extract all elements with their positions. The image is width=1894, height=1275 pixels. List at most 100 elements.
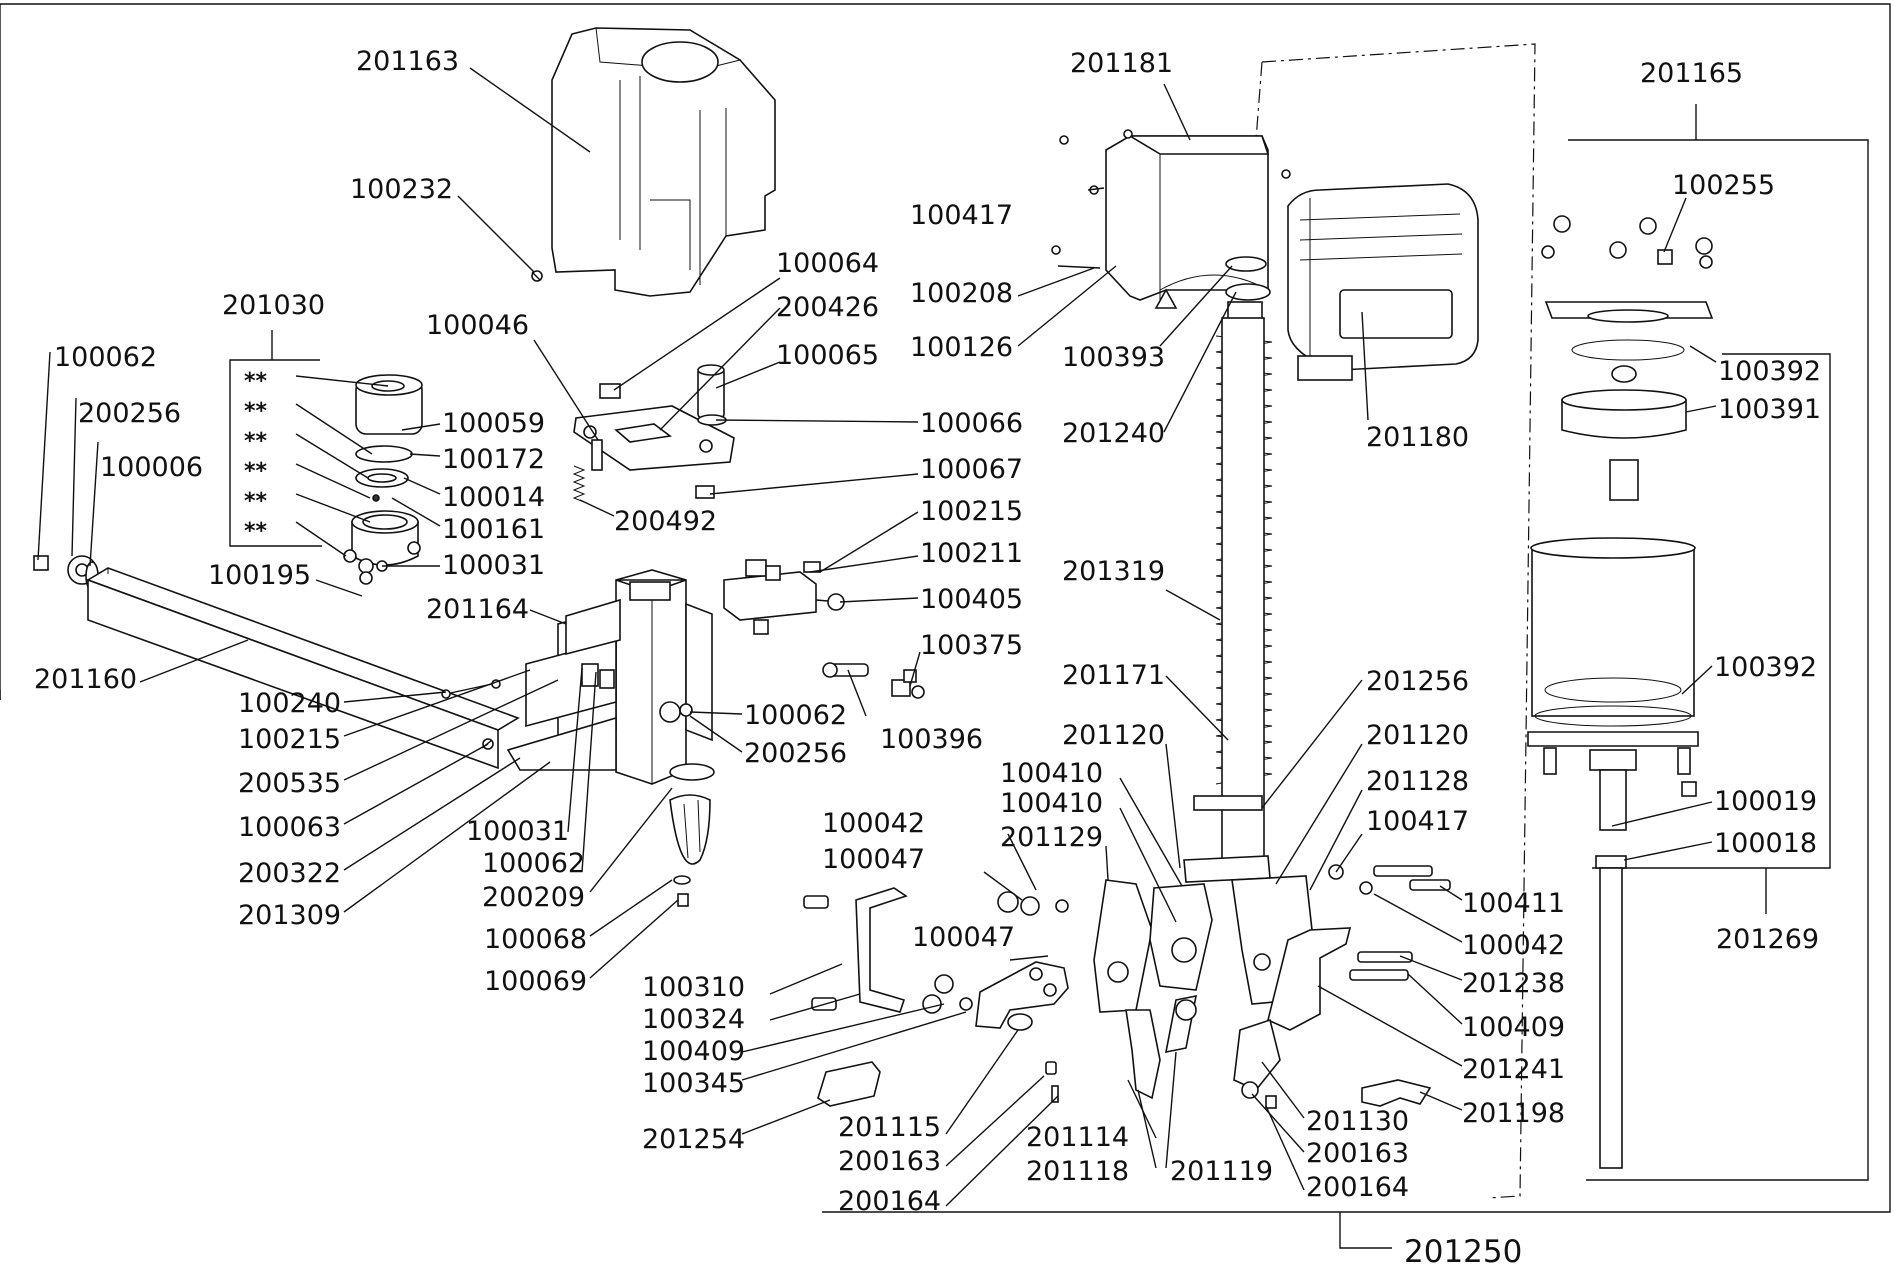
label-100392: 100392: [1714, 652, 1817, 683]
label-100161: 100161: [442, 514, 545, 545]
nuts-100255: [1541, 215, 1713, 269]
label-201238: 201238: [1462, 968, 1565, 999]
label-100042: 100042: [822, 808, 925, 839]
label-201120: 201120: [1366, 720, 1469, 751]
bracket-201165: [1568, 104, 1869, 1181]
label-100047: 100047: [822, 844, 925, 875]
screw-100232: [531, 270, 543, 282]
label-201240: 201240: [1062, 418, 1165, 449]
valve-100405: [723, 559, 845, 635]
column-bracket-201164: [506, 569, 713, 785]
label-100255: 100255: [1672, 170, 1775, 201]
label-201115: 201115: [838, 1112, 941, 1143]
kit-marker: **: [244, 429, 268, 454]
label-100195: 100195: [208, 560, 311, 591]
label-201130: 201130: [1306, 1106, 1409, 1137]
label-100065: 100065: [776, 340, 879, 371]
screws-100417: [1051, 129, 1291, 269]
label-100014: 100014: [442, 482, 545, 513]
leader-lines: [37, 67, 1717, 1207]
label-100211: 100211: [920, 538, 1023, 569]
cover-201254: [817, 1061, 881, 1107]
label-201256: 201256: [1366, 666, 1469, 697]
label-201180: 201180: [1366, 422, 1469, 453]
label-201128: 201128: [1366, 766, 1469, 797]
label-201198: 201198: [1462, 1098, 1565, 1129]
part-201198: [1361, 1079, 1432, 1107]
label-100411: 100411: [1462, 888, 1565, 919]
label-200163: 200163: [1306, 1138, 1409, 1169]
label-201114: 201114: [1026, 1122, 1129, 1153]
label-100019: 100019: [1714, 786, 1817, 817]
lever-201119: [1164, 994, 1198, 1054]
label-100066: 100066: [920, 408, 1023, 439]
label-201181: 201181: [1070, 48, 1173, 79]
diagram-frame: [0, 3, 1891, 1249]
pump-cylinder: [1527, 459, 1699, 1169]
label-100172: 100172: [442, 444, 545, 475]
kit-marker: **: [244, 369, 268, 394]
kit-201030-parts: [343, 374, 423, 585]
label-200163: 200163: [838, 1146, 941, 1177]
cover-201163: [551, 27, 776, 297]
plate-100046: [573, 364, 735, 499]
housing-201181: [1105, 135, 1270, 309]
label-100417: 100417: [1366, 806, 1469, 837]
label-100031: 100031: [466, 816, 569, 847]
label-100064: 100064: [776, 248, 879, 279]
pins-201114: [1045, 1061, 1059, 1103]
kit-marker: **: [244, 519, 268, 544]
bracket-201130: [1233, 1018, 1281, 1109]
fitting-100375: [891, 669, 925, 699]
label-201319: 201319: [1062, 556, 1165, 587]
label-201118: 201118: [1026, 1156, 1129, 1187]
label-100392: 100392: [1718, 356, 1821, 387]
label-201309: 201309: [238, 900, 341, 931]
label-100047: 100047: [912, 922, 1015, 953]
label-201030: 201030: [222, 290, 325, 321]
label-100069: 100069: [484, 966, 587, 997]
fitting-100396: [822, 662, 869, 678]
label-201163: 201163: [356, 46, 459, 77]
part-labels: 201163 100232 201030 100062 200256 10000…: [34, 46, 1821, 1270]
label-100345: 100345: [642, 1068, 745, 1099]
label-200492: 200492: [614, 506, 717, 537]
label-200256: 200256: [744, 738, 847, 769]
bolts-201238: [1349, 865, 1451, 981]
label-100067: 100067: [920, 454, 1023, 485]
label-100393: 100393: [1062, 342, 1165, 373]
label-100396: 100396: [880, 724, 983, 755]
motor-201180: [1287, 183, 1479, 381]
label-100062: 100062: [54, 342, 157, 373]
label-201160: 201160: [34, 664, 137, 695]
label-201241: 201241: [1462, 1054, 1565, 1085]
label-100409: 100409: [642, 1036, 745, 1067]
label-201129: 201129: [1000, 822, 1103, 853]
label-100031: 100031: [442, 550, 545, 581]
label-200164: 200164: [838, 1186, 941, 1217]
label-100375: 100375: [920, 630, 1023, 661]
label-100063: 100063: [238, 812, 341, 843]
label-201164: 201164: [426, 594, 529, 625]
label-201254: 201254: [642, 1124, 745, 1155]
label-201269: 201269: [1716, 924, 1819, 955]
label-200256: 200256: [78, 398, 181, 429]
label-100059: 100059: [442, 408, 545, 439]
label-201120: 201120: [1062, 720, 1165, 751]
label-100310: 100310: [642, 972, 745, 1003]
label-100410: 100410: [1000, 788, 1103, 819]
label-200426: 200426: [776, 292, 879, 323]
label-100215: 100215: [238, 724, 341, 755]
label-100046: 100046: [426, 310, 529, 341]
tube-201171: [1193, 317, 1265, 879]
label-100006: 100006: [100, 452, 203, 483]
label-100062: 100062: [482, 848, 585, 879]
bracket-100345: [975, 961, 1069, 1031]
label-100126: 100126: [910, 332, 1013, 363]
label-200535: 200535: [238, 768, 341, 799]
cup-100391: [1561, 365, 1687, 439]
label-100409: 100409: [1462, 1012, 1565, 1043]
spring-200492: [572, 465, 586, 503]
pedal-201241: [1267, 927, 1352, 1031]
pedal-lever-201118: [1125, 1009, 1161, 1100]
